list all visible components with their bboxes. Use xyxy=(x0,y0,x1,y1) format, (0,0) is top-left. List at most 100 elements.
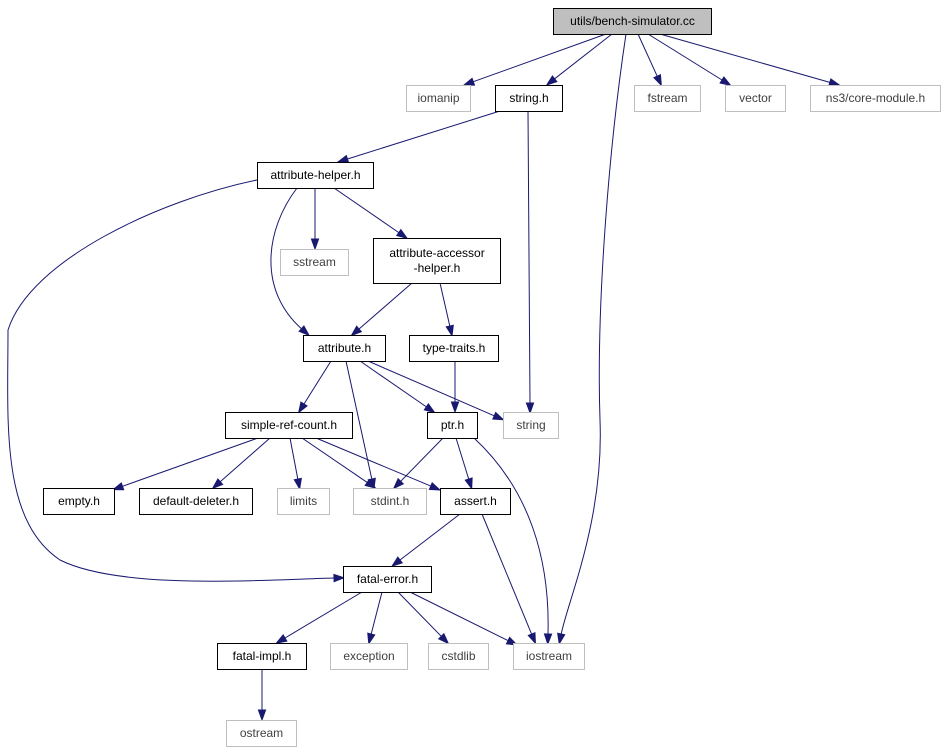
edge-line xyxy=(284,591,363,639)
node-string: string xyxy=(503,412,559,439)
node-label: -helper.h xyxy=(414,261,461,275)
edge-line xyxy=(7,179,335,582)
node-label: assert.h xyxy=(454,494,497,508)
edge-line xyxy=(289,437,299,480)
node-label: exception xyxy=(343,649,394,663)
edge-root-to-iostream xyxy=(557,33,627,646)
arrowhead-icon xyxy=(428,481,442,491)
node-label: cstdlib xyxy=(441,649,475,663)
arrowhead-icon xyxy=(437,632,450,645)
edge-string_h-to-attribute_helper xyxy=(336,110,501,163)
arrowhead-icon xyxy=(297,401,308,414)
node-core-module: ns3/core-module.h xyxy=(810,85,941,112)
node-ostream: ostream xyxy=(226,720,297,747)
node-label: default-deleter.h xyxy=(153,494,239,508)
node-label: iomanip xyxy=(417,91,459,105)
edge-accessor_helper-to-attribute_h xyxy=(350,282,413,337)
edge-attribute_h-to-string xyxy=(367,360,505,421)
node-iostream: iostream xyxy=(513,643,585,670)
node-label: limits xyxy=(290,494,317,508)
arrowhead-icon xyxy=(392,477,405,490)
node-root[interactable]: utils/bench-simulator.cc xyxy=(553,8,712,35)
node-exception: exception xyxy=(330,643,408,670)
node-type-traits[interactable]: type-traits.h xyxy=(409,335,499,362)
edge-line xyxy=(399,513,461,561)
edge-line xyxy=(439,282,451,327)
node-box xyxy=(257,162,374,189)
arrowhead-icon xyxy=(423,403,436,414)
node-default-deleter[interactable]: default-deleter.h xyxy=(139,488,253,515)
node-label: sstream xyxy=(293,255,336,269)
node-label: ns3/core-module.h xyxy=(826,91,925,105)
node-accessor-helper[interactable]: attribute-accessor-helper.h xyxy=(373,238,501,284)
edge-line xyxy=(347,110,501,160)
node-attribute-helper[interactable]: attribute-helper.h xyxy=(257,162,374,189)
arrowhead-icon xyxy=(257,709,267,722)
node-box xyxy=(428,643,489,670)
node-box xyxy=(495,85,563,112)
edge-line xyxy=(270,187,302,330)
node-stdint: stdint.h xyxy=(353,488,427,515)
arrowhead-icon xyxy=(336,154,350,163)
edge-attribute_h-to-ptr_h xyxy=(359,360,436,414)
node-sstream: sstream xyxy=(280,249,349,276)
node-box xyxy=(217,643,307,670)
edge-simple_ref_count-to-assert_h xyxy=(315,437,442,491)
node-label: string xyxy=(516,418,545,432)
arrowhead-icon xyxy=(310,238,320,251)
node-attribute-h[interactable]: attribute.h xyxy=(303,335,386,362)
node-label: ptr.h xyxy=(441,418,464,432)
arrowhead-icon xyxy=(543,633,553,646)
edge-line xyxy=(554,33,613,80)
node-ptr-h[interactable]: ptr.h xyxy=(427,412,478,439)
edge-line xyxy=(303,360,332,405)
edge-string_h-to-string xyxy=(525,110,535,415)
arrowhead-icon xyxy=(390,556,404,567)
node-box xyxy=(373,238,501,284)
node-label: attribute-accessor xyxy=(389,246,484,260)
arrowhead-icon xyxy=(333,573,346,583)
edge-line xyxy=(359,360,427,408)
node-label: empty.h xyxy=(58,494,100,508)
node-empty-h[interactable]: empty.h xyxy=(43,488,115,515)
edge-line xyxy=(358,282,413,330)
node-label: fatal-error.h xyxy=(357,572,418,586)
node-string-h[interactable]: string.h xyxy=(495,85,563,112)
arrowhead-icon xyxy=(367,632,376,646)
edge-ptr_h-to-iostream xyxy=(473,437,553,646)
node-label: type-traits.h xyxy=(423,341,486,355)
arrowhead-icon xyxy=(450,401,460,414)
node-label: simple-ref-count.h xyxy=(241,418,337,432)
edge-line xyxy=(367,360,495,417)
node-label: attribute.h xyxy=(318,341,371,355)
edge-assert_h-to-iostream xyxy=(481,513,537,645)
node-fatal-impl[interactable]: fatal-impl.h xyxy=(217,643,307,670)
edge-type_traits-to-ptr_h xyxy=(450,361,460,414)
arrowhead-icon xyxy=(462,77,476,86)
arrowhead-icon xyxy=(445,324,454,338)
arrowhead-icon xyxy=(395,228,409,240)
node-label: vector xyxy=(739,91,772,105)
node-fatal-error[interactable]: fatal-error.h xyxy=(343,566,432,593)
node-fstream: fstream xyxy=(634,85,701,112)
node-box xyxy=(634,85,701,112)
edge-line xyxy=(560,33,627,635)
arrowhead-icon xyxy=(828,78,841,87)
arrowhead-icon xyxy=(653,73,662,87)
edge-line xyxy=(455,437,470,480)
node-assert-h[interactable]: assert.h xyxy=(440,488,511,515)
node-cstdlib: cstdlib xyxy=(428,643,489,670)
edge-fatal_impl-to-ostream xyxy=(257,669,267,722)
node-box xyxy=(810,85,941,112)
arrowhead-icon xyxy=(275,634,288,644)
edge-attribute_h-to-simple_ref_count xyxy=(297,360,332,414)
edge-fatal_error-to-fatal_impl xyxy=(275,591,363,644)
edge-line xyxy=(637,33,658,77)
nodes-layer: utils/bench-simulator.cc iomanip string.h f… xyxy=(43,8,941,747)
node-box xyxy=(513,643,585,670)
node-box xyxy=(409,335,499,362)
edge-ptr_h-to-assert_h xyxy=(455,437,473,491)
edge-line xyxy=(473,437,549,635)
node-simple-ref-count[interactable]: simple-ref-count.h xyxy=(225,412,353,439)
edge-line xyxy=(473,33,607,83)
